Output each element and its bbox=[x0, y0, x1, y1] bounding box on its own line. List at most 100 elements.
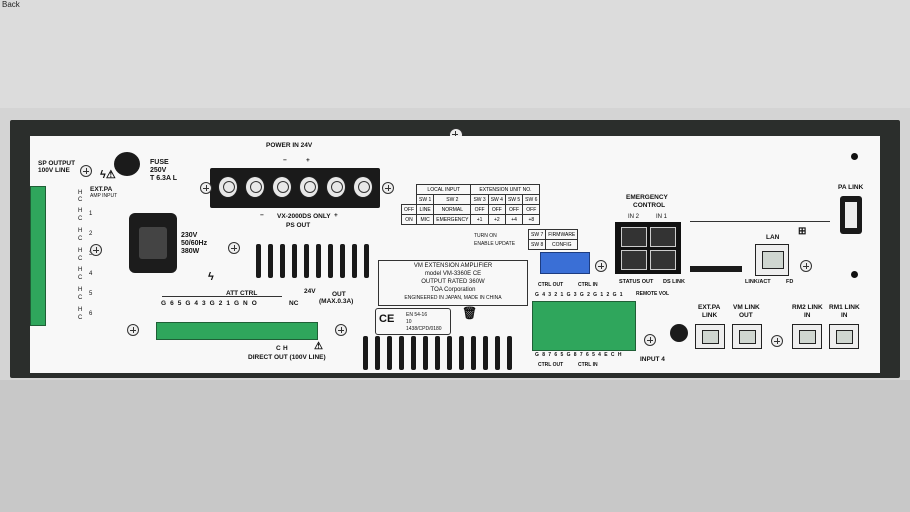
cell: FIRMWARE bbox=[545, 229, 579, 240]
ctrl-pin: 6 bbox=[585, 352, 593, 358]
cell: MIC bbox=[415, 214, 435, 225]
ctrl-terminal-block[interactable] bbox=[532, 301, 636, 351]
ctrl-in-label: CTRL IN bbox=[578, 282, 598, 288]
vent-slot bbox=[435, 336, 440, 370]
ctrl-pin: H bbox=[617, 352, 625, 358]
vm-link-out-port[interactable] bbox=[732, 324, 762, 349]
screw-icon bbox=[335, 324, 347, 336]
nameplate-line: OUTPUT RATED 360W bbox=[421, 279, 485, 285]
ctrl-pin: 5 bbox=[560, 352, 567, 358]
att-pin: G bbox=[233, 300, 243, 307]
terminal-screw[interactable] bbox=[245, 176, 265, 198]
lan-port[interactable] bbox=[755, 244, 789, 276]
cert-label: CE EN 54-16 10 1438/CPD/0180 bbox=[375, 308, 451, 335]
rm2-link-in-port[interactable] bbox=[792, 324, 822, 349]
ctrl-pin: 4 bbox=[598, 352, 605, 358]
link-act-label: LINK/ACT bbox=[745, 279, 771, 285]
lan-divider bbox=[690, 221, 830, 222]
vent-slot bbox=[471, 336, 476, 370]
att-pin: 5 bbox=[177, 300, 186, 307]
vent-slot bbox=[280, 244, 285, 278]
c-label: C bbox=[78, 216, 83, 222]
ctrl-pin: 1 bbox=[600, 292, 607, 298]
ctrl-pin: 3 bbox=[573, 292, 580, 298]
ctrl-pin: G bbox=[612, 292, 620, 298]
ds-link-slot[interactable] bbox=[690, 266, 742, 272]
ctrl-pin: C bbox=[610, 352, 618, 358]
terminal-screw[interactable] bbox=[299, 176, 319, 198]
ext-pa-link-port[interactable] bbox=[695, 324, 725, 349]
rm1-link-in-port[interactable] bbox=[829, 324, 859, 349]
line-100v-label: 100V LINE bbox=[38, 167, 70, 174]
fuse-holder[interactable] bbox=[114, 152, 140, 176]
ps-out-minus: − bbox=[260, 212, 264, 219]
remote-vol-label: REMOTE VOL bbox=[636, 291, 670, 297]
terminal-screw[interactable] bbox=[218, 176, 238, 198]
ctrl-pin: G bbox=[593, 292, 601, 298]
backdrop-floor bbox=[0, 380, 910, 512]
nameplate-line: ENGINEERED IN JAPAN, MADE IN CHINA bbox=[404, 295, 502, 301]
power-frequency: 50/60Hz bbox=[181, 240, 208, 247]
vent-slot bbox=[352, 244, 357, 278]
ctrl-pins-top: G4321G3G2G12G1 bbox=[535, 292, 626, 299]
cell: SW 8 bbox=[527, 239, 547, 250]
ctrl-pin: 8 bbox=[542, 352, 549, 358]
ctrl-pin: 2 bbox=[606, 292, 613, 298]
sp-output-label: SP OUTPUT bbox=[38, 160, 76, 167]
terminal-screw[interactable] bbox=[353, 176, 373, 198]
ac-inlet[interactable] bbox=[129, 213, 177, 273]
cert-cpd: 1438/CPD/0180 bbox=[406, 326, 442, 332]
terminal-screw[interactable] bbox=[272, 176, 292, 198]
att-pin: 4 bbox=[194, 300, 202, 307]
sp-output-terminal-block[interactable] bbox=[30, 186, 46, 326]
col-header: SW 3 bbox=[470, 194, 489, 205]
att-out-max: (MAX.0.3A) bbox=[319, 298, 354, 305]
col-header: SW 5 bbox=[504, 194, 524, 205]
cell: CONFIG bbox=[545, 239, 579, 250]
cell: OFF bbox=[522, 204, 541, 215]
pa-link-connector[interactable] bbox=[840, 196, 862, 234]
warning-icon: ϟ⚠ bbox=[100, 169, 116, 181]
warning-icon: ⚠ bbox=[314, 341, 323, 352]
screw-icon bbox=[644, 334, 656, 346]
fuse-label: FUSE bbox=[150, 159, 169, 166]
ps-out-model: VX-2000DS ONLY bbox=[277, 213, 331, 220]
h-label: H bbox=[78, 228, 83, 234]
dip-switch[interactable] bbox=[540, 252, 590, 274]
cell: OFF bbox=[504, 204, 524, 215]
local-input-header: LOCAL INPUT bbox=[415, 184, 472, 195]
vent-slot bbox=[316, 244, 321, 278]
screw-icon bbox=[90, 244, 102, 256]
att-pin: G bbox=[209, 300, 219, 307]
direct-out-label: DIRECT OUT (100V LINE) bbox=[248, 354, 326, 361]
screw-icon bbox=[800, 260, 812, 272]
port-label: IN bbox=[804, 312, 811, 319]
power-terminal-strip[interactable] bbox=[210, 168, 380, 208]
channel-label: 4 bbox=[89, 271, 93, 277]
turn-on-label: TURN ON bbox=[474, 233, 497, 239]
power-in-plus: + bbox=[306, 157, 310, 164]
fd-label: FD bbox=[786, 279, 794, 285]
terminal-screw[interactable] bbox=[326, 176, 346, 198]
ctrl-pin: G bbox=[566, 292, 574, 298]
channel-label: 1 bbox=[89, 211, 93, 217]
ctrl-pin: G bbox=[579, 292, 588, 298]
h-label: H bbox=[78, 208, 83, 214]
nameplate-line: model VM-3360E CE bbox=[424, 271, 482, 277]
att-ctrl-terminal-block[interactable] bbox=[156, 322, 318, 340]
att-pin: 6 bbox=[170, 300, 178, 307]
ctrl-in-label-bottom: CTRL IN bbox=[578, 362, 598, 368]
warning-icon: ϟ bbox=[208, 271, 214, 283]
emergency-rj-block[interactable] bbox=[615, 222, 681, 274]
col-header: SW 2 bbox=[433, 194, 472, 205]
h-label: H bbox=[78, 267, 83, 273]
screw-icon bbox=[200, 182, 212, 194]
cell: +8 bbox=[522, 214, 541, 225]
back-button[interactable]: Back bbox=[2, 0, 20, 9]
screw-icon bbox=[228, 242, 240, 254]
ctrl-pin: 8 bbox=[573, 352, 580, 358]
c-label: C bbox=[78, 236, 83, 242]
port-label: VM LINK bbox=[733, 304, 760, 311]
emergency-subtitle: CONTROL bbox=[633, 202, 666, 209]
input4-knob[interactable] bbox=[670, 324, 688, 342]
